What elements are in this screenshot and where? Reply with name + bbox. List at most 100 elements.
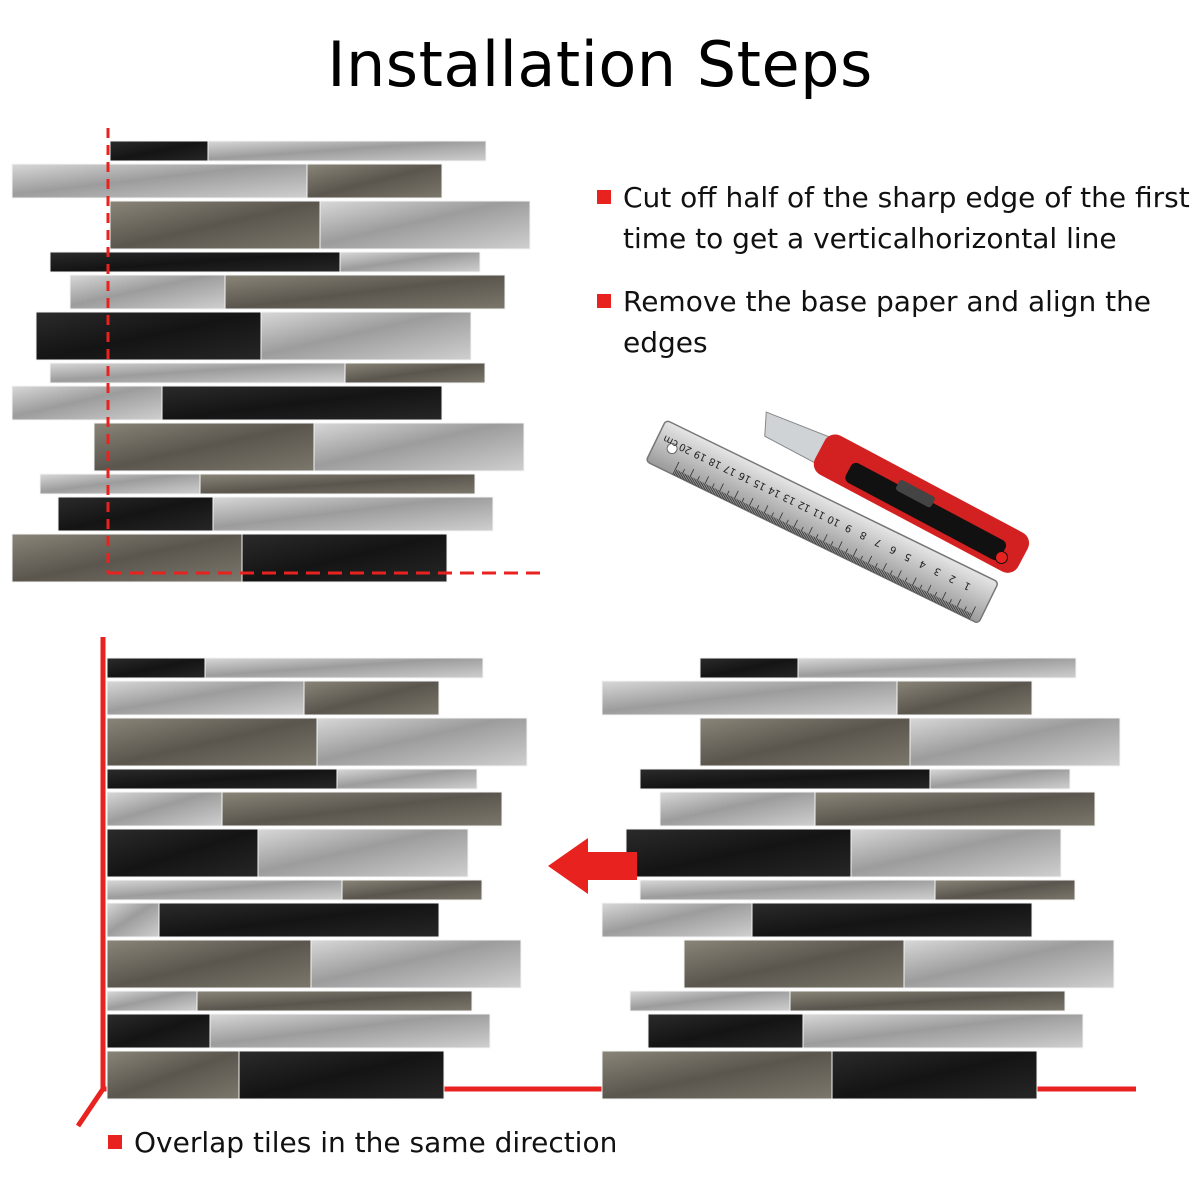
tile-strip (11, 385, 163, 421)
ruler-tick (961, 606, 967, 616)
ruler-tick (673, 469, 678, 476)
ruler-tick (859, 560, 863, 566)
ruler-tick (841, 551, 845, 558)
tile-strip (106, 657, 206, 679)
ruler-tick (948, 603, 952, 610)
ruler-tick (921, 590, 925, 597)
ruler-tick (733, 498, 737, 505)
ruler-tick (718, 491, 722, 498)
tile-strip (699, 717, 911, 767)
ruler-number: 10 (826, 513, 842, 528)
ruler-tick (762, 513, 767, 519)
ruler-tick (736, 500, 740, 506)
tile-strip (903, 939, 1115, 989)
ruler-tick (785, 523, 789, 530)
ruler-tick (791, 519, 798, 533)
ruler-tick (820, 534, 828, 548)
tile-strip (106, 717, 318, 767)
ruler-tick (700, 482, 704, 489)
ruler-tick (844, 552, 848, 559)
ruler-tick (807, 534, 811, 541)
ruler-tick (847, 554, 851, 561)
ruler-tick (743, 503, 747, 510)
ruler-tick (801, 531, 805, 538)
ruler-tick (749, 506, 753, 513)
ruler-tick (872, 562, 878, 573)
ruler-tick (797, 529, 801, 536)
ruler-tick (758, 510, 762, 517)
ruler-tick (931, 591, 938, 602)
ruler-number: 1 (962, 579, 973, 592)
ruler-tick (679, 468, 685, 479)
tile-strip (831, 1050, 1038, 1100)
ruler-tick (767, 515, 771, 521)
step-text: Remove the base paper and align the edge… (623, 285, 1152, 359)
tile-strip (929, 768, 1071, 790)
ruler-tick (779, 521, 783, 527)
ruler-tick (951, 604, 955, 611)
ruler-tick (885, 573, 890, 579)
ruler-tick (952, 605, 957, 612)
ruler-tick (727, 495, 731, 502)
ruler-tick (697, 481, 701, 487)
ruler-tick (724, 490, 730, 500)
ruler-tick (887, 570, 893, 580)
ruler-tick (678, 471, 682, 478)
ruler-tick (725, 494, 730, 501)
ruler-number: 6 (888, 543, 899, 556)
ruler-number: 5 (903, 550, 914, 563)
ruler-number: 8 (858, 528, 869, 541)
ruler-tick (798, 526, 804, 537)
ruler-tick (730, 497, 734, 503)
ruler-tick (893, 576, 897, 583)
ruler-tick (909, 577, 917, 591)
ruler-tick (681, 473, 685, 480)
ruler-tick (822, 541, 826, 548)
ruler-tick (856, 558, 860, 565)
ruler-tick (966, 612, 970, 618)
ruler-tick (832, 547, 836, 553)
ruler-tick (955, 607, 960, 613)
ruler-tick (936, 597, 940, 604)
ruler-tick (713, 489, 718, 495)
ruler-tick (705, 484, 709, 491)
ruler-number: 14 (767, 484, 783, 499)
ruler-number: 11 (811, 505, 827, 520)
ruler-tick (838, 549, 842, 556)
ruler-tick (899, 579, 903, 586)
ruler-tick (703, 484, 707, 490)
tile-strip (802, 1013, 1084, 1049)
ruler-tick (825, 543, 829, 550)
tile-strip (106, 990, 198, 1012)
ruler-tick (823, 542, 828, 549)
tile-strip (751, 902, 1033, 938)
tile-strip (341, 879, 483, 901)
ruler-tick (706, 485, 710, 492)
ruler-tick (814, 538, 819, 545)
ruler-tick (915, 587, 920, 594)
ruler-tick (837, 549, 841, 555)
tile-strip (683, 939, 905, 989)
ruler-tick (731, 490, 739, 504)
tile-strip (106, 879, 343, 901)
ruler-tick (691, 478, 696, 485)
ruler-tick (905, 582, 909, 589)
ruler-tick (934, 596, 939, 603)
ruler-tick (903, 581, 908, 588)
bullet-square-icon (597, 190, 611, 204)
ruler-tick (967, 612, 971, 619)
ruler-tick (746, 497, 754, 511)
ruler-tick (799, 531, 804, 537)
ruler-tick (860, 560, 865, 567)
ruler-tick (845, 553, 850, 560)
ruler-tick (788, 525, 792, 532)
tile-strip (49, 251, 341, 273)
tile-strip (896, 680, 1033, 716)
ruler-tick (964, 611, 968, 618)
ruler-number: 9 (844, 521, 855, 534)
ruler-tick (954, 599, 962, 613)
ruler-tick (715, 489, 719, 496)
ruler-tick (853, 557, 857, 563)
ruler-number: 19 (692, 447, 708, 462)
